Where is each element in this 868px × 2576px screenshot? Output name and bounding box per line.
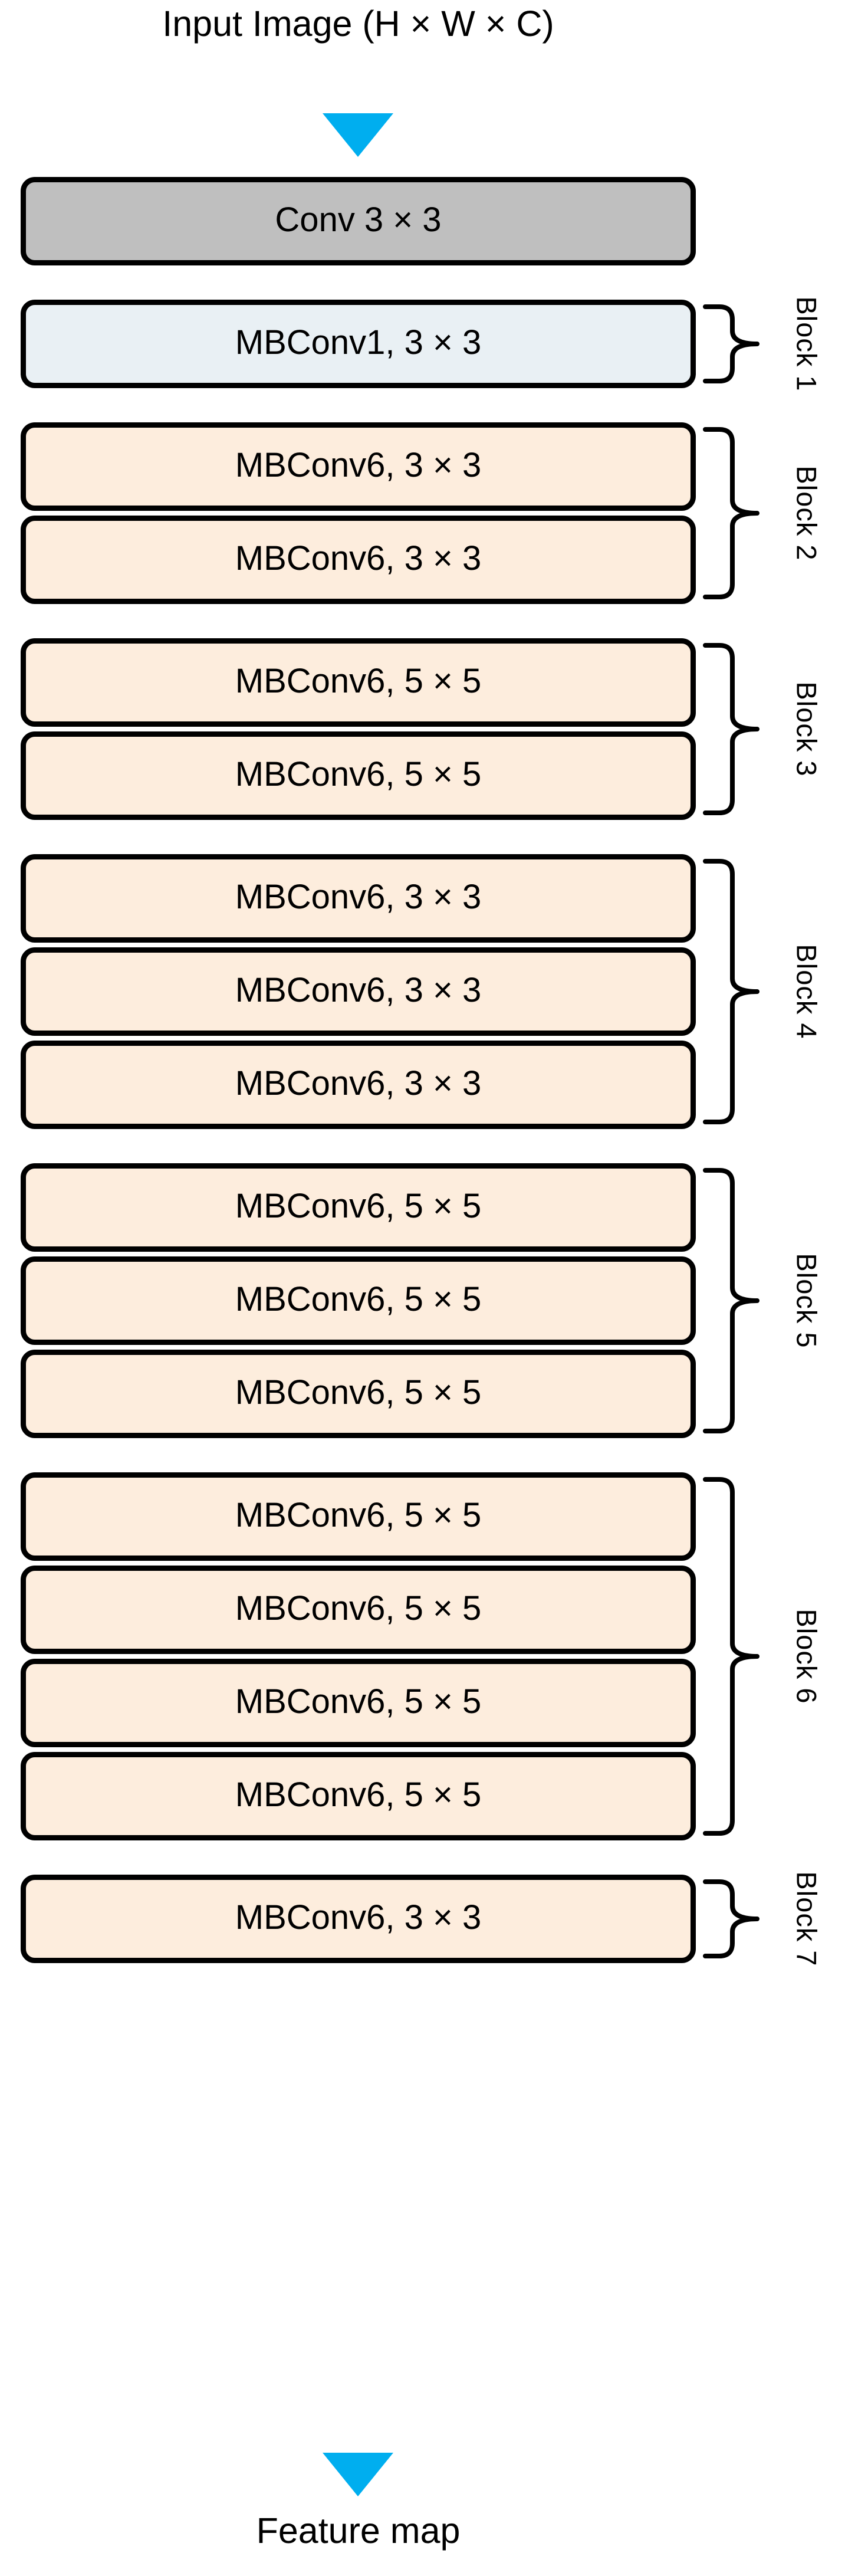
layer-box-block2-1[interactable]: MBConv6, 3 × 3 [21, 422, 696, 511]
layer-box-block4-1[interactable]: MBConv6, 3 × 3 [21, 854, 696, 943]
feature-map-caption: Feature map [256, 2511, 461, 2551]
layer-box-block5-2[interactable]: MBConv6, 5 × 5 [21, 1256, 696, 1345]
block-label-text: Block 2 [791, 465, 823, 561]
layer-box-block6-3[interactable]: MBConv6, 5 × 5 [21, 1659, 696, 1747]
layer-box-block4-3[interactable]: MBConv6, 3 × 3 [21, 1041, 696, 1129]
layer-box-block6-2[interactable]: MBConv6, 5 × 5 [21, 1566, 696, 1654]
layer-label: MBConv6, 3 × 3 [235, 446, 482, 484]
block-label-text: Block 4 [791, 944, 823, 1039]
layer-label: MBConv6, 5 × 5 [235, 1682, 482, 1721]
group-brace-block7 [703, 1879, 761, 1958]
layer-label: MBConv6, 5 × 5 [235, 1776, 482, 1814]
layer-box-conv-stem[interactable]: Conv 3 × 3 [21, 177, 696, 265]
group-brace-block2 [703, 427, 761, 599]
group-brace-block4 [703, 859, 761, 1124]
input-image-caption: Input Image (H × W × C) [162, 4, 554, 44]
layer-box-block5-1[interactable]: MBConv6, 5 × 5 [21, 1163, 696, 1252]
block-label-text: Block 5 [791, 1253, 823, 1348]
layer-box-block2-2[interactable]: MBConv6, 3 × 3 [21, 516, 696, 604]
layer-box-block7-1[interactable]: MBConv6, 3 × 3 [21, 1875, 696, 1963]
layer-label: MBConv6, 5 × 5 [235, 662, 482, 700]
layer-label: MBConv6, 5 × 5 [235, 1589, 482, 1627]
block-label-text: Block 3 [791, 681, 823, 777]
layer-label: MBConv6, 3 × 3 [235, 878, 482, 916]
block-label-text: Block 7 [791, 1871, 823, 1967]
down-arrow-icon-top [323, 113, 393, 157]
layer-label: MBConv6, 5 × 5 [235, 1373, 482, 1412]
layer-box-block6-4[interactable]: MBConv6, 5 × 5 [21, 1752, 696, 1840]
layer-box-block6-1[interactable]: MBConv6, 5 × 5 [21, 1472, 696, 1561]
layer-label: MBConv6, 5 × 5 [235, 1280, 482, 1318]
group-brace-block1 [703, 304, 761, 383]
group-brace-block5 [703, 1168, 761, 1433]
layer-box-block3-1[interactable]: MBConv6, 5 × 5 [21, 638, 696, 727]
layer-label: MBConv6, 3 × 3 [235, 971, 482, 1009]
layer-label: MBConv1, 3 × 3 [235, 323, 482, 362]
layer-box-block1-1[interactable]: MBConv1, 3 × 3 [21, 300, 696, 388]
down-arrow-icon-bottom [323, 2453, 393, 2496]
layer-box-block4-2[interactable]: MBConv6, 3 × 3 [21, 947, 696, 1036]
layer-box-block3-2[interactable]: MBConv6, 5 × 5 [21, 731, 696, 820]
layer-label: MBConv6, 3 × 3 [235, 539, 482, 577]
layer-label: Conv 3 × 3 [275, 201, 442, 239]
block-label-text: Block 1 [791, 296, 823, 392]
layer-label: MBConv6, 5 × 5 [235, 755, 482, 793]
layer-label: MBConv6, 5 × 5 [235, 1187, 482, 1225]
layer-label: MBConv6, 3 × 3 [235, 1064, 482, 1102]
group-brace-block3 [703, 643, 761, 815]
block-label-text: Block 6 [791, 1609, 823, 1704]
layer-label: MBConv6, 5 × 5 [235, 1496, 482, 1534]
layer-label: MBConv6, 3 × 3 [235, 1898, 482, 1937]
layer-box-block5-3[interactable]: MBConv6, 5 × 5 [21, 1350, 696, 1438]
group-brace-block6 [703, 1477, 761, 1836]
